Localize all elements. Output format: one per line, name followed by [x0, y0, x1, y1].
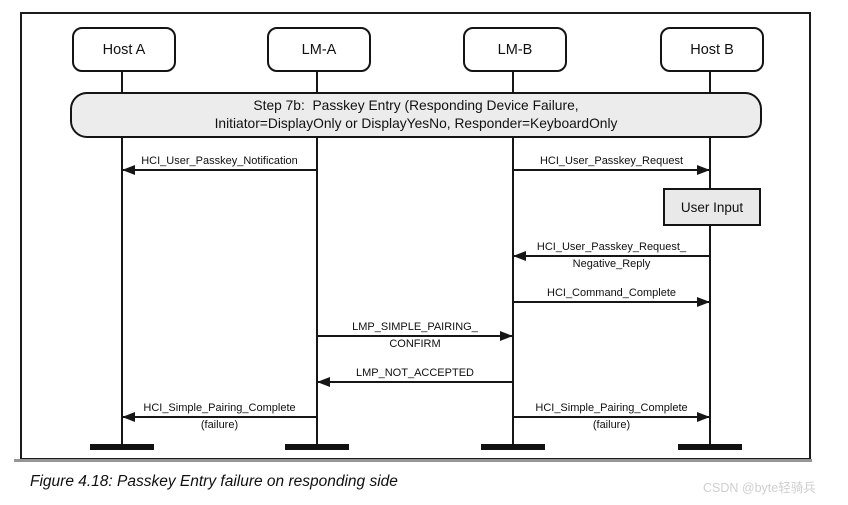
- lifeline-lm-a: [316, 68, 318, 447]
- endbar-host-b: [678, 444, 742, 450]
- actor-box-lm-a: LM-A: [267, 27, 371, 72]
- horizontal-divider: [14, 459, 812, 462]
- message-label: HCI_Command_Complete: [547, 287, 676, 299]
- message-sublabel: (failure): [592, 419, 631, 431]
- message-sublabel: CONFIRM: [389, 338, 441, 350]
- message-label: HCI_User_Passkey_Request_: [536, 241, 687, 253]
- actor-label: LM-B: [497, 41, 533, 58]
- message-hci-simple-pairing-complete-b: HCI_Simple_Pairing_Complete (failure): [513, 402, 710, 432]
- arrow-right-icon: [513, 165, 710, 175]
- message-sublabel: [122, 172, 317, 185]
- arrow-left-icon: [122, 412, 317, 422]
- actor-box-host-b: Host B: [660, 27, 764, 72]
- user-input-box: User Input: [663, 188, 761, 226]
- endbar-host-a: [90, 444, 154, 450]
- actor-box-host-a: Host A: [72, 27, 176, 72]
- step-banner: Step 7b: Passkey Entry (Responding Devic…: [70, 92, 762, 138]
- arrow-left-icon: [513, 251, 710, 261]
- message-sublabel: Negative_Reply: [572, 258, 651, 270]
- user-input-label: User Input: [680, 199, 744, 215]
- message-lmp-simple-pairing-confirm: LMP_SIMPLE_PAIRING_ CONFIRM: [317, 321, 513, 351]
- actor-label: Host B: [690, 41, 734, 58]
- arrow-right-icon: [317, 331, 513, 341]
- lifeline-host-a: [121, 68, 123, 447]
- message-sublabel: [513, 172, 710, 185]
- arrow-right-icon: [513, 297, 710, 307]
- endbar-lm-b: [481, 444, 545, 450]
- actor-box-lm-b: LM-B: [463, 27, 567, 72]
- message-label: HCI_Simple_Pairing_Complete: [143, 402, 296, 414]
- message-label: LMP_SIMPLE_PAIRING_: [352, 321, 478, 333]
- message-sublabel: [513, 304, 710, 317]
- csdn-watermark: CSDN @byte轻骑兵: [703, 481, 816, 495]
- message-sublabel: [317, 384, 513, 397]
- message-hci-user-passkey-request: HCI_User_Passkey_Request: [513, 155, 710, 185]
- arrow-left-icon: [317, 377, 513, 387]
- arrow-left-icon: [122, 165, 317, 175]
- message-hci-user-passkey-request-negative-reply: HCI_User_Passkey_Request_ Negative_Reply: [513, 241, 710, 271]
- message-label: LMP_NOT_ACCEPTED: [356, 367, 474, 379]
- step-banner-line1: Step 7b: Passkey Entry (Responding Devic…: [253, 98, 579, 113]
- message-label: HCI_User_Passkey_Notification: [141, 155, 298, 167]
- endbar-lm-a: [285, 444, 349, 450]
- message-lmp-not-accepted: LMP_NOT_ACCEPTED: [317, 367, 513, 397]
- message-hci-user-passkey-notification: HCI_User_Passkey_Notification: [122, 155, 317, 185]
- actor-label: Host A: [102, 41, 146, 58]
- message-hci-command-complete: HCI_Command_Complete: [513, 287, 710, 317]
- arrow-right-icon: [513, 412, 710, 422]
- step-banner-line2: Initiator=DisplayOnly or DisplayYesNo, R…: [214, 116, 618, 131]
- message-label: HCI_Simple_Pairing_Complete: [535, 402, 688, 414]
- lifeline-host-b: [709, 68, 711, 447]
- message-label: HCI_User_Passkey_Request: [539, 155, 684, 167]
- message-sublabel: (failure): [200, 419, 239, 431]
- message-hci-simple-pairing-complete-a: HCI_Simple_Pairing_Complete (failure): [122, 402, 317, 432]
- actor-label: LM-A: [301, 41, 337, 58]
- figure-caption: Figure 4.18: Passkey Entry failure on re…: [30, 473, 398, 490]
